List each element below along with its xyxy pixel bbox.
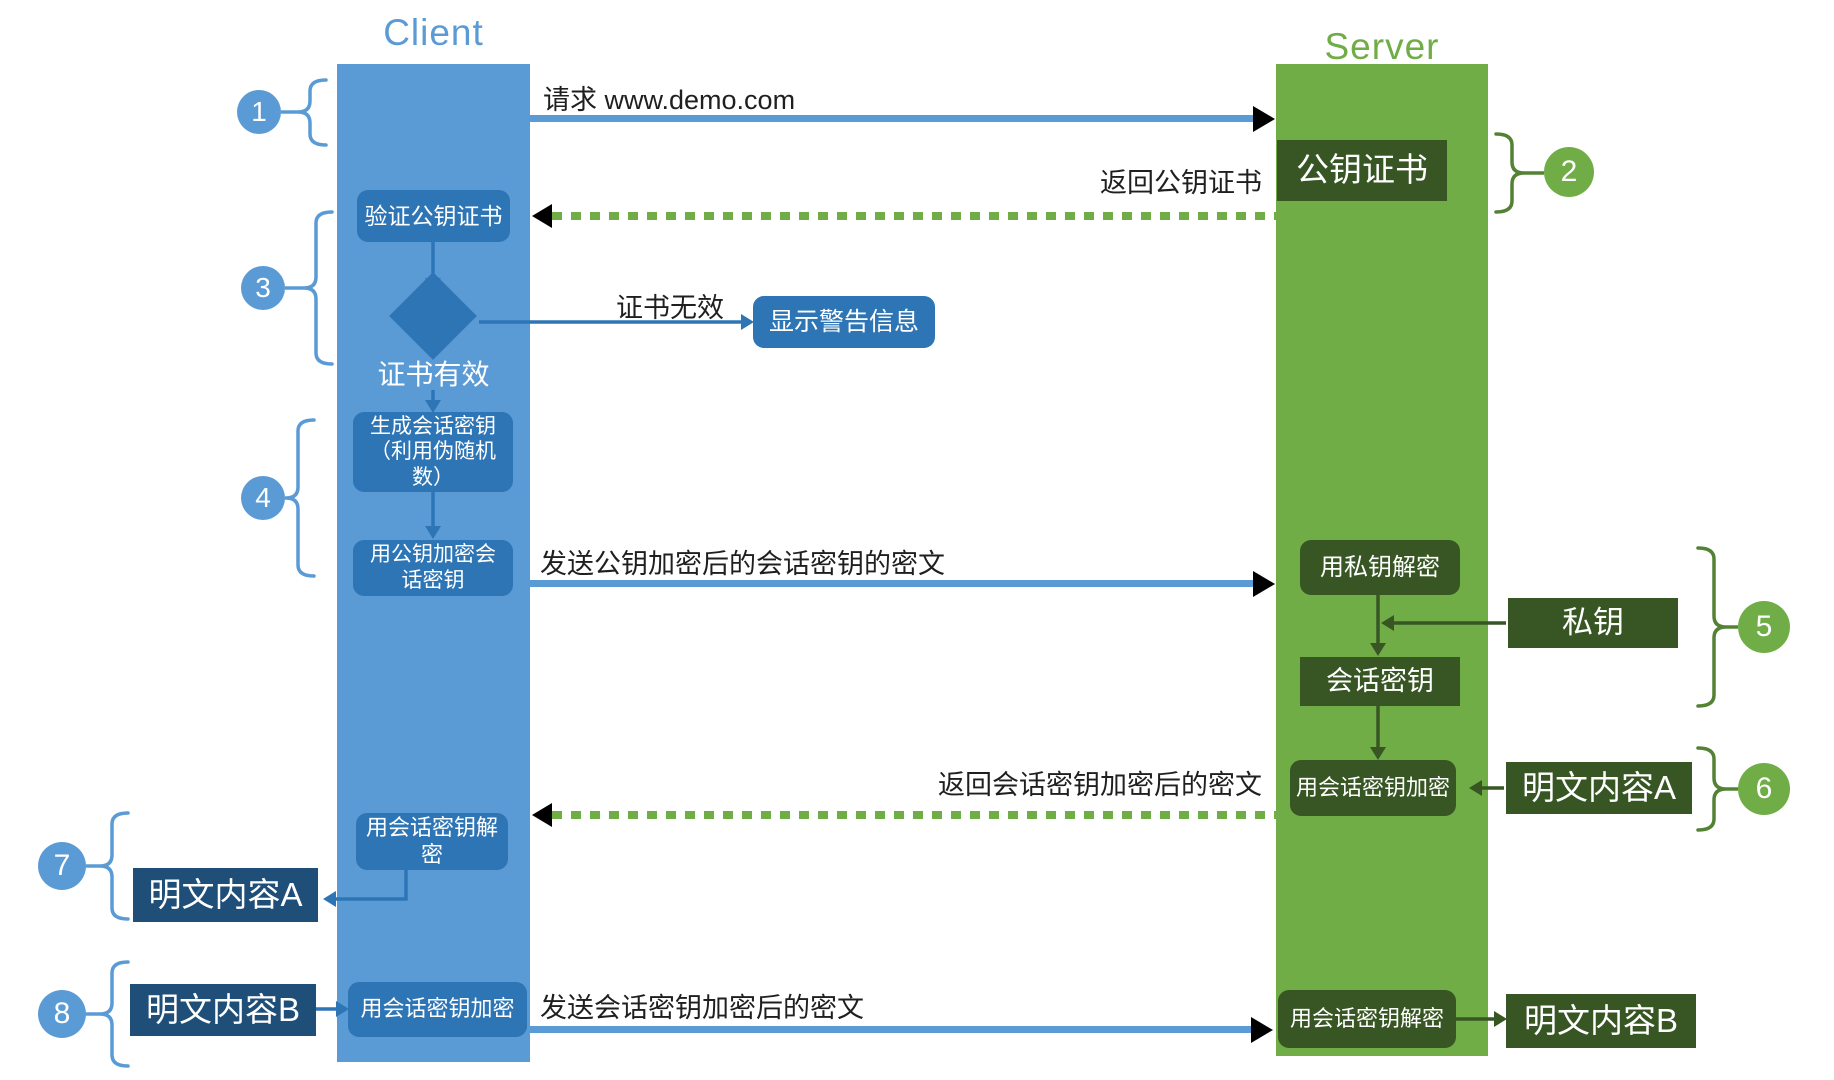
step-7-badge: 7 bbox=[38, 842, 86, 890]
verify-cert-box: 验证公钥证书 bbox=[357, 190, 510, 242]
server-plaintext-b-box: 明文内容B bbox=[1506, 994, 1696, 1048]
client-plaintext-b-box: 明文内容B bbox=[130, 984, 316, 1036]
step-2-badge: 2 bbox=[1544, 147, 1594, 197]
client-encrypt-with-session-box: 用会话密钥加密 bbox=[348, 982, 527, 1037]
session-key-box: 会话密钥 bbox=[1300, 657, 1460, 706]
client-title: Client bbox=[383, 12, 484, 53]
return-encrypted-label: 返回会话密钥加密后的密文 bbox=[938, 770, 1262, 800]
cert-valid-label: 证书有效 bbox=[377, 358, 490, 390]
step-8-badge: 8 bbox=[38, 990, 86, 1038]
step-4-badge: 4 bbox=[241, 476, 285, 520]
client-plaintext-a-box: 明文内容A bbox=[133, 868, 318, 922]
client-decrypt-with-session-box: 用会话密钥解密 bbox=[356, 813, 508, 870]
return-cert-dotted-arrow bbox=[552, 212, 1276, 220]
send-encrypted-key-label: 发送公钥加密后的会话密钥的密文 bbox=[540, 549, 945, 579]
request-arrow bbox=[530, 115, 1254, 122]
server-title: Server bbox=[1324, 26, 1440, 67]
cert-invalid-label: 证书无效 bbox=[616, 293, 724, 323]
request-label: 请求 www.demo.com bbox=[543, 85, 796, 115]
send-encrypted-key-arrow bbox=[515, 580, 1254, 587]
step-5-badge: 5 bbox=[1738, 601, 1790, 653]
server-decrypt-with-session-box: 用会话密钥解密 bbox=[1278, 990, 1456, 1048]
encrypt-with-pubkey-box: 用公钥加密会话密钥 bbox=[353, 540, 513, 596]
warning-box: 显示警告信息 bbox=[753, 296, 935, 348]
step-3-badge: 3 bbox=[241, 266, 285, 310]
decrypt-with-privkey-box: 用私钥解密 bbox=[1300, 540, 1460, 595]
public-cert-box: 公钥证书 bbox=[1277, 140, 1447, 201]
step-1-badge: 1 bbox=[237, 90, 281, 134]
server-plaintext-a-box: 明文内容A bbox=[1506, 762, 1692, 814]
send-encrypted-b-arrow bbox=[527, 1026, 1252, 1033]
generate-session-key-box: 生成会话密钥（利用伪随机数） bbox=[353, 412, 513, 492]
send-encrypted-b-label: 发送会话密钥加密后的密文 bbox=[540, 993, 864, 1023]
private-key-box: 私钥 bbox=[1508, 598, 1678, 648]
step-6-badge: 6 bbox=[1738, 763, 1790, 815]
server-encrypt-with-session-box: 用会话密钥加密 bbox=[1290, 760, 1456, 816]
return-cert-label: 返回公钥证书 bbox=[1100, 168, 1262, 198]
return-encrypted-dotted-arrow bbox=[552, 811, 1290, 819]
